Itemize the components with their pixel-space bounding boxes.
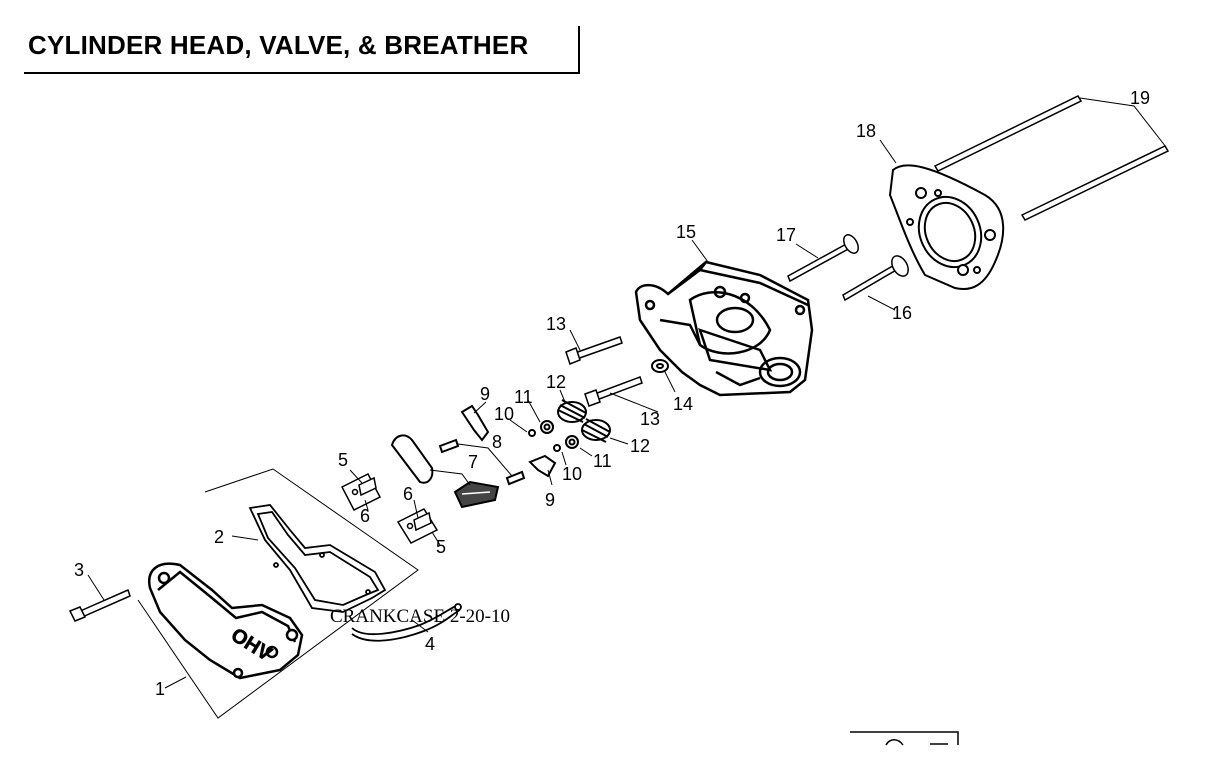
callout-5a: 5: [338, 450, 348, 470]
callout-13a: 13: [546, 314, 566, 334]
head-gasket: [888, 164, 1005, 290]
callout-1: 1: [155, 679, 165, 699]
washer: [651, 359, 669, 373]
head-bolts: [565, 336, 643, 407]
crankcase-reference: CRANKCASE 2-20-10: [330, 606, 510, 627]
callout-5b: 5: [436, 537, 446, 557]
callout-2: 2: [214, 527, 224, 547]
valves: [787, 234, 909, 302]
leader-lines: [87, 97, 1167, 689]
callout-12b: 12: [630, 436, 650, 456]
cover-screw: [68, 588, 131, 622]
next-panel-edge: [850, 731, 959, 746]
page-title: CYLINDER HEAD, VALVE, & BREATHER: [28, 30, 529, 60]
breather-tube: [351, 603, 462, 642]
callout-3: 3: [74, 560, 84, 580]
callout-16: 16: [892, 303, 912, 323]
breather-valves: [340, 472, 439, 544]
callout-10b: 10: [562, 464, 582, 484]
callout-10a: 10: [494, 404, 514, 424]
callout-labels: 1 2 3 4 5 5 6 6 7 8 9 9 10 10 11 11 12 1…: [74, 88, 1150, 699]
breather-cover: [147, 562, 304, 680]
cylinder-head: [634, 260, 814, 397]
title-box: CYLINDER HEAD, VALVE, & BREATHER: [24, 26, 580, 74]
callout-4: 4: [425, 634, 435, 654]
callout-11b: 11: [593, 451, 612, 471]
callout-9a: 9: [480, 384, 490, 404]
callout-6b: 6: [403, 484, 413, 504]
callout-7: 7: [468, 452, 478, 472]
callout-17: 17: [776, 225, 796, 245]
callout-11a: 11: [514, 387, 533, 407]
callout-18: 18: [856, 121, 876, 141]
callout-15: 15: [676, 222, 696, 242]
callout-6a: 6: [360, 506, 370, 526]
callout-14: 14: [673, 394, 693, 414]
callout-12a: 12: [546, 372, 566, 392]
callout-19: 19: [1130, 88, 1150, 108]
breather-gasket: [248, 504, 387, 613]
valve-springs: [528, 399, 611, 452]
callout-8: 8: [492, 432, 502, 452]
push-rods: [933, 95, 1170, 221]
callout-9b: 9: [545, 490, 555, 510]
group-outline: [137, 468, 419, 719]
callout-13b: 13: [640, 409, 660, 429]
